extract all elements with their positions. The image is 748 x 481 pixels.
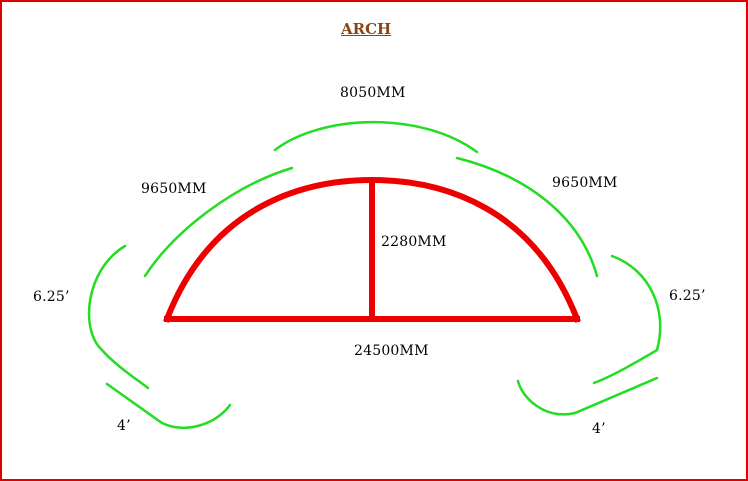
diagram-title: ARCH	[341, 20, 392, 38]
rise-label: 2280MM	[381, 234, 447, 250]
right-foot-label: 4’	[592, 421, 606, 437]
left-side-dimension	[87, 244, 150, 390]
left-foot-dimension	[105, 382, 232, 429]
right-arc-dimension	[455, 156, 599, 278]
left-foot-label: 4’	[117, 418, 131, 434]
dimension-arcs	[87, 120, 662, 429]
right-side-label: 6.25’	[669, 288, 706, 304]
top-span-label: 8050MM	[340, 85, 406, 101]
base-span-label: 24500MM	[354, 343, 429, 359]
arch-shape	[163, 176, 581, 323]
left-arc-dimension	[143, 166, 294, 278]
right-foot-dimension	[516, 376, 659, 416]
top-span-arc	[273, 120, 479, 154]
left-side-label: 6.25’	[33, 289, 70, 305]
right-arc-label: 9650MM	[552, 175, 618, 191]
right-side-dimension	[592, 254, 662, 385]
left-arc-label: 9650MM	[141, 181, 207, 197]
